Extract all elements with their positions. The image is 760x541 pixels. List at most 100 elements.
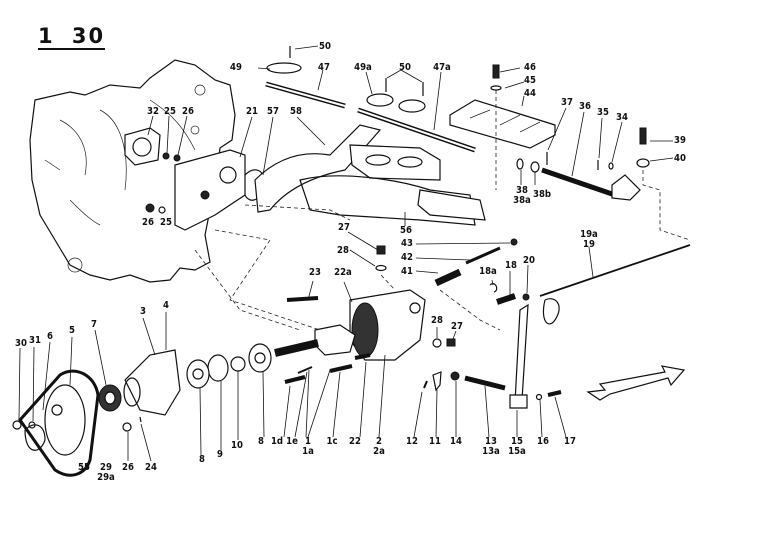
part-25-washer bbox=[162, 152, 170, 160]
linkage-bellcrank bbox=[542, 298, 560, 325]
part-41-spring bbox=[434, 268, 462, 287]
callout-11: 11 bbox=[429, 436, 441, 447]
part-26-nut bbox=[173, 154, 181, 162]
callout-36: 36 bbox=[579, 101, 591, 112]
part-9-circlip bbox=[207, 354, 229, 382]
part-45-washer bbox=[490, 85, 502, 91]
callout-15-15a: 15 15a bbox=[508, 436, 526, 457]
callout-34: 34 bbox=[616, 112, 628, 123]
callout-4: 4 bbox=[163, 300, 169, 311]
callout-56: 56 bbox=[400, 225, 412, 236]
callout-27-lower: 27 bbox=[451, 321, 463, 332]
callout-28: 28 bbox=[337, 245, 349, 256]
callout-19-19a: 19a 19 bbox=[580, 229, 598, 250]
part-20-nut bbox=[522, 293, 530, 301]
callout-47a: 47a bbox=[433, 62, 451, 73]
part-11-lever bbox=[432, 371, 442, 392]
callout-46: 46 bbox=[524, 62, 536, 73]
callout-49: 49 bbox=[230, 62, 242, 73]
callout-55: 55 bbox=[78, 462, 90, 473]
callout-41: 41 bbox=[401, 266, 413, 277]
callout-44: 44 bbox=[524, 88, 536, 99]
callout-28-lower: 28 bbox=[431, 315, 443, 326]
part-34-clip bbox=[608, 162, 614, 170]
callout-1e: 1e bbox=[286, 436, 298, 447]
callout-42: 42 bbox=[401, 252, 413, 263]
callout-9: 9 bbox=[217, 449, 223, 460]
callout-3: 3 bbox=[140, 306, 146, 317]
part-40-nut bbox=[636, 158, 650, 168]
part-12-pin bbox=[423, 380, 428, 389]
callout-37: 37 bbox=[561, 97, 573, 108]
part-1d-bolt bbox=[284, 375, 306, 384]
callout-13-13a: 13 13a bbox=[482, 436, 500, 457]
callout-12: 12 bbox=[406, 436, 418, 447]
callout-26-lower: 26 bbox=[142, 217, 154, 228]
callout-22a: 22a bbox=[334, 267, 352, 278]
part-17-bolt bbox=[547, 390, 562, 397]
part-5-pulley bbox=[18, 369, 100, 477]
callout-23: 23 bbox=[309, 267, 321, 278]
part-36-shaft bbox=[541, 167, 616, 198]
callout-17: 17 bbox=[564, 436, 576, 447]
part-27-plug-lower bbox=[446, 338, 456, 347]
part-23-stud bbox=[286, 296, 319, 302]
callout-58: 58 bbox=[290, 106, 302, 117]
callout-43: 43 bbox=[401, 238, 413, 249]
callout-50: 50 bbox=[319, 41, 331, 52]
callout-39: 39 bbox=[674, 135, 686, 146]
part-15-lever-end bbox=[509, 394, 528, 409]
part-8-bearing-right bbox=[248, 343, 272, 373]
part-26-nut-lower bbox=[145, 203, 155, 213]
callout-14: 14 bbox=[450, 436, 462, 447]
part-13-shaft bbox=[464, 375, 506, 391]
plate-number: 1 30 bbox=[38, 24, 106, 50]
part-21-bracket bbox=[174, 149, 246, 231]
callout-8-right: 8 bbox=[258, 436, 264, 447]
callout-26: 26 bbox=[182, 106, 194, 117]
callout-30: 30 bbox=[15, 338, 27, 349]
part-43-nut bbox=[510, 238, 518, 246]
part-2-housing bbox=[349, 289, 426, 361]
direction-arrow-icon bbox=[586, 365, 686, 401]
part-24-pin bbox=[139, 416, 142, 423]
part-3-4-front-housing bbox=[123, 349, 181, 416]
callout-22: 22 bbox=[349, 436, 361, 447]
callout-49a: 49a bbox=[354, 62, 372, 73]
callout-2-2a: 2 2a bbox=[373, 436, 385, 457]
callout-25-lower: 25 bbox=[160, 217, 172, 228]
callout-1-1a: 1 1a bbox=[302, 436, 314, 457]
part-49a-plate bbox=[366, 93, 394, 107]
leader-lines bbox=[18, 45, 674, 462]
callout-24: 24 bbox=[145, 462, 157, 473]
part-22-stud bbox=[354, 353, 371, 360]
part-36-shaft-bracket bbox=[611, 174, 641, 201]
part-18a-clip bbox=[489, 283, 498, 293]
callout-7: 7 bbox=[91, 319, 97, 330]
part-16-washer bbox=[535, 393, 543, 401]
part-15-lever bbox=[514, 303, 529, 403]
callout-16: 16 bbox=[537, 436, 549, 447]
manifold-base bbox=[299, 144, 476, 226]
part-18-bolt bbox=[496, 293, 516, 305]
part-31-washer bbox=[28, 421, 36, 429]
callout-38-38a: 38 38a bbox=[513, 185, 531, 206]
callout-10: 10 bbox=[231, 440, 243, 451]
part-38-washer bbox=[516, 158, 524, 170]
part-1e-pin bbox=[297, 366, 313, 374]
callout-32: 32 bbox=[147, 106, 159, 117]
callout-57: 57 bbox=[267, 106, 279, 117]
callout-45: 45 bbox=[524, 75, 536, 86]
callout-31: 31 bbox=[29, 335, 41, 346]
callout-25: 25 bbox=[164, 106, 176, 117]
callout-1c: 1c bbox=[326, 436, 338, 447]
callout-27: 27 bbox=[338, 222, 350, 233]
part-27-plug bbox=[376, 245, 386, 255]
part-25-washer-lower bbox=[158, 206, 166, 214]
part-49-plate bbox=[266, 62, 302, 74]
part-46-bolt bbox=[492, 64, 500, 79]
part-56-bracket bbox=[417, 189, 486, 221]
callout-47: 47 bbox=[318, 62, 330, 73]
part-30-nut bbox=[12, 420, 22, 430]
